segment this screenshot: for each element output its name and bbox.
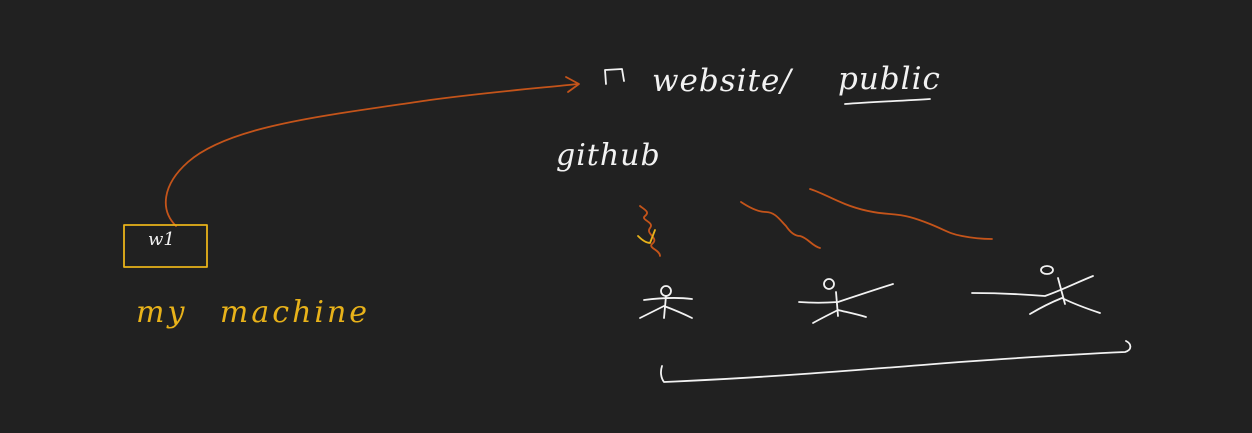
website-label: website/	[652, 63, 792, 99]
deploy-arrow-head	[565, 76, 580, 93]
machine-box	[123, 224, 208, 268]
user-1-person-icon	[639, 285, 693, 319]
public-label: public	[838, 61, 941, 97]
download-squiggle-2	[740, 201, 821, 249]
user-2-person-icon	[798, 278, 894, 324]
machine-box-label: w1	[148, 229, 175, 250]
github-label: github	[556, 138, 661, 173]
download-squiggle-1	[639, 205, 661, 257]
my-machine-label: my machine	[136, 295, 371, 330]
website-node-square-icon	[604, 68, 625, 85]
download-squiggle-3	[809, 188, 993, 240]
user-3-person-icon	[971, 265, 1101, 315]
download-squiggle-1-tip	[637, 229, 656, 244]
users-group-bracket	[660, 340, 1132, 383]
deploy-arrow	[164, 83, 579, 227]
public-underline	[844, 98, 931, 105]
